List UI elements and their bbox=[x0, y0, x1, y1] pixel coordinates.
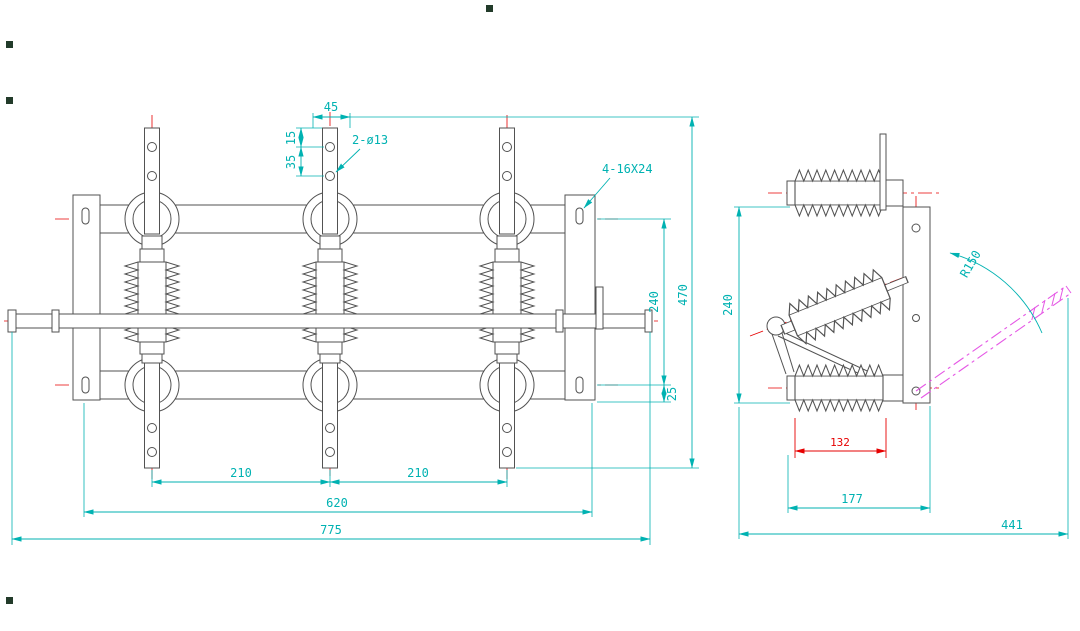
dim-overall-depth: 441 bbox=[738, 298, 1069, 539]
dim-insulator-length: 132 bbox=[794, 418, 887, 458]
stray-mark bbox=[6, 597, 13, 604]
dim-label-470: 470 bbox=[676, 284, 690, 306]
shaft-lever-tab bbox=[595, 286, 604, 330]
dim-label-210-right: 210 bbox=[407, 466, 429, 480]
mounting-slot bbox=[575, 376, 584, 394]
dim-label-441: 441 bbox=[1001, 518, 1023, 532]
note-mounting-slot: 4-16X24 bbox=[583, 162, 653, 209]
dim-frame-height: 240 bbox=[721, 206, 790, 404]
dim-label-240: 240 bbox=[647, 291, 661, 313]
stray-mark bbox=[486, 5, 493, 12]
dim-frame-depth: 177 bbox=[787, 406, 931, 513]
stray-mark bbox=[6, 97, 13, 104]
note-label-2xd13: 2-ø13 bbox=[352, 133, 388, 147]
left-end-plate bbox=[72, 194, 101, 401]
dim-pole-pitch-right: 210 bbox=[329, 466, 508, 487]
moving-contact bbox=[884, 275, 909, 292]
dim-rail-edge-offset: 25 bbox=[597, 384, 679, 403]
dim-rail-spacing: 240 bbox=[597, 218, 671, 386]
swing-arc bbox=[949, 252, 1043, 334]
right-end-plate bbox=[564, 194, 596, 401]
dim-pole-pitch-left: 210 bbox=[151, 466, 331, 487]
operating-shaft bbox=[7, 286, 653, 333]
dim-handle-swing: R150 bbox=[949, 248, 1043, 334]
dim-label-775: 775 bbox=[320, 523, 342, 537]
dim-overall-height: 470 bbox=[350, 116, 699, 469]
note-label-4-16x24: 4-16X24 bbox=[602, 162, 653, 176]
dim-label-35: 35 bbox=[284, 155, 298, 169]
dim-terminal-width: 45 bbox=[312, 100, 351, 128]
shaft-end bbox=[912, 314, 920, 322]
dim-label-132: 132 bbox=[830, 436, 850, 449]
pole-assembly-3 bbox=[480, 128, 534, 468]
dim-label-25: 25 bbox=[665, 387, 679, 401]
dim-hole-top-offset: 15 bbox=[284, 127, 324, 148]
dim-label-r150: R150 bbox=[957, 248, 984, 280]
side-mounting-plate bbox=[902, 206, 931, 404]
plate-hole bbox=[911, 223, 921, 233]
operating-handle bbox=[915, 285, 1072, 399]
rotating-insulator bbox=[766, 267, 909, 347]
side-dimensions: 240 132 177 441 bbox=[721, 206, 1069, 539]
mounting-slot bbox=[575, 207, 584, 225]
stray-mark bbox=[6, 41, 13, 48]
dim-label-620: 620 bbox=[326, 496, 348, 510]
dim-hole-pitch: 35 bbox=[284, 146, 324, 177]
dim-label-45: 45 bbox=[324, 100, 338, 114]
stray-marks bbox=[6, 5, 493, 604]
front-view: 45 15 35 2-ø13 4-16X24 bbox=[4, 100, 699, 545]
dim-label-177: 177 bbox=[841, 492, 863, 506]
dim-shaft-length: 775 bbox=[11, 332, 651, 545]
dim-label-210-left: 210 bbox=[230, 466, 252, 480]
dim-frame-width: 620 bbox=[83, 403, 593, 517]
pole-assembly-2 bbox=[303, 128, 357, 468]
pole-assembly-1 bbox=[125, 128, 179, 468]
dim-label-15: 15 bbox=[284, 131, 298, 145]
front-dimensions: 45 15 35 2-ø13 4-16X24 bbox=[11, 100, 699, 545]
mounting-slot bbox=[81, 376, 90, 394]
lower-insulator bbox=[786, 364, 904, 412]
blade-upright bbox=[879, 133, 887, 211]
mounting-slot bbox=[81, 207, 90, 225]
note-terminal-holes: 2-ø13 bbox=[335, 133, 388, 173]
dim-label-240-side: 240 bbox=[721, 294, 735, 316]
side-view: R150 240 132 177 bbox=[721, 133, 1072, 539]
